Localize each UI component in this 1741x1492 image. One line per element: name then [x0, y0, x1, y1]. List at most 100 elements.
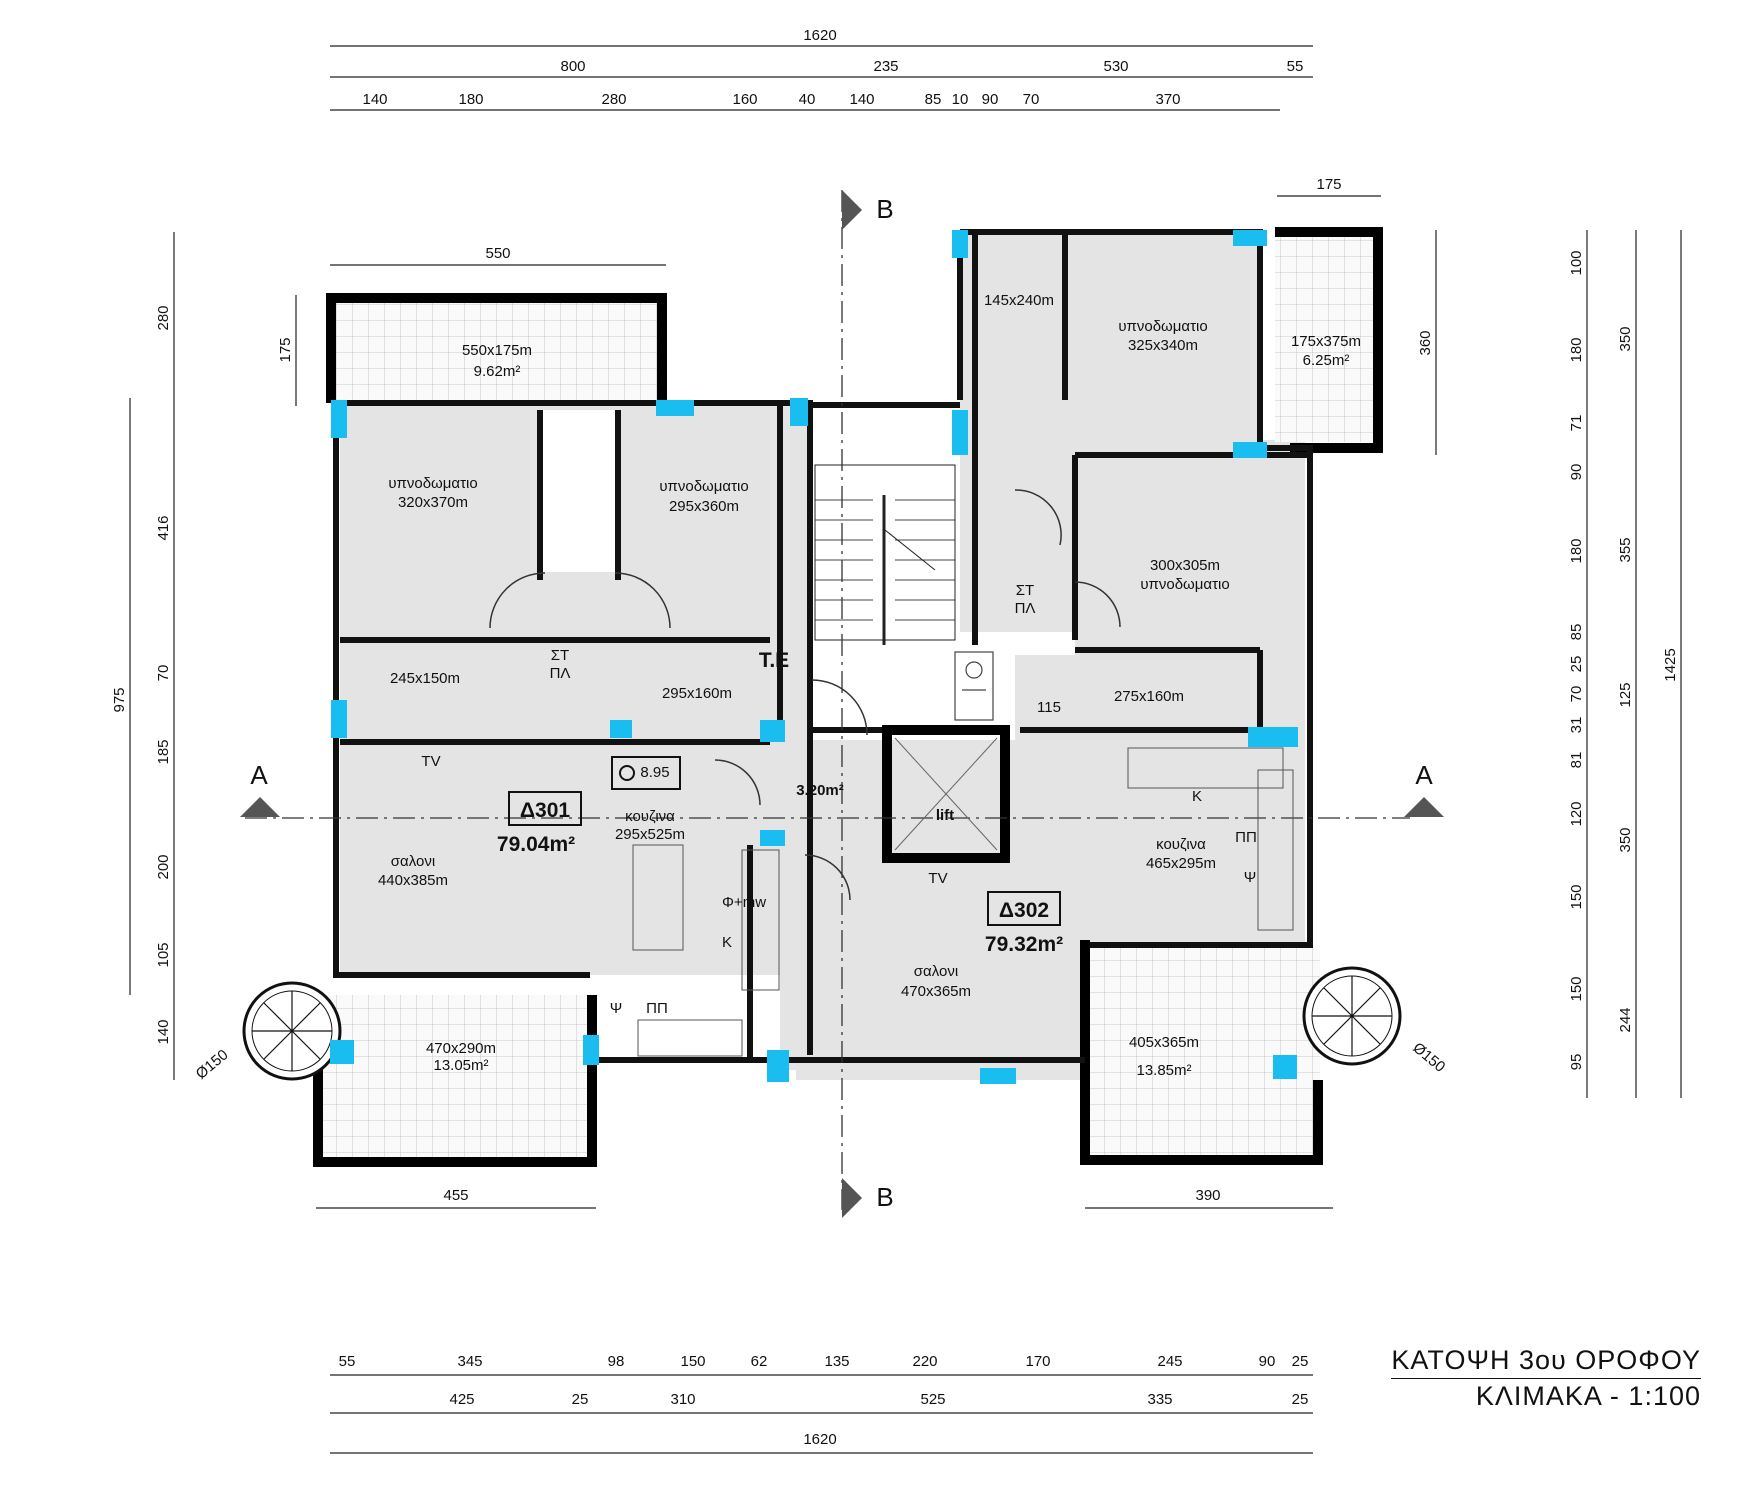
living-1-name: σαλονι [391, 853, 435, 870]
bath-1-dims: 245x150m [390, 670, 460, 687]
balcony-sw [318, 995, 592, 1165]
apartment-d302: Δ302 79.32m² [985, 891, 1063, 956]
bath-2-dims: 295x160m [662, 685, 732, 702]
balcony-nw-area: 9.62m² [474, 363, 521, 380]
svg-text:B: B [876, 194, 893, 224]
dim-top-row2-2: 530 [1103, 58, 1128, 75]
section-marker-b-top: B [842, 190, 894, 230]
kitchen-counter-3 [1127, 747, 1284, 789]
section-marker-b-bottom: B [842, 1178, 894, 1218]
dim-diam-right: Ø150 [1409, 1039, 1448, 1076]
dim-balcony-ne-width: 175 [1316, 176, 1341, 193]
lift-shaft [882, 725, 1010, 863]
dim-top-row2-1: 235 [873, 58, 898, 75]
staircase [814, 464, 956, 645]
dim-right-col2-2: 125 [1617, 682, 1634, 707]
dim-left-outer-2: 70 [155, 665, 172, 682]
drawing-scale: ΚΛΙΜΑΚΑ - 1:100 [1475, 1381, 1701, 1411]
svg-text:Δ302: Δ302 [999, 899, 1049, 922]
balcony-sw-dims: 470x290m [426, 1040, 496, 1057]
living-2-name: σαλονι [914, 963, 958, 980]
balcony-ne [1275, 232, 1380, 442]
bed-2-name: υπνοδωματιο [659, 478, 748, 495]
dim-bottom-row2-5: 25 [1292, 1391, 1309, 1408]
dim-top-row3-10: 370 [1155, 91, 1180, 108]
dim-bottom-row1-0: 55 [339, 1353, 356, 1370]
living-1-dims: 440x385m [378, 872, 448, 889]
drawing-title: ΚΑΤΟΨΗ 3ου ΟΡΟΦΟΥ [1391, 1345, 1701, 1379]
dim-right-col1-7: 70 [1568, 686, 1585, 703]
dim-right-col1-1: 180 [1568, 337, 1585, 362]
dim-bottom-row1-10: 25 [1292, 1353, 1309, 1370]
balcony-se [1090, 945, 1320, 1160]
dim-right-col1-3: 90 [1568, 464, 1585, 481]
dim-left-outer-1: 416 [155, 515, 172, 540]
left-dimension-lines [129, 232, 297, 1080]
spiral-stair-right [1302, 966, 1402, 1066]
right-dimension-lines [1435, 230, 1682, 1098]
balcony-nw [334, 298, 664, 403]
dim-bottom-row2-3: 525 [920, 1391, 945, 1408]
dim-top-row2-0: 800 [560, 58, 585, 75]
dim-top-row3-4: 40 [799, 91, 816, 108]
balcony-top-dims [330, 195, 1381, 266]
dim-bottom-row1-5: 135 [824, 1353, 849, 1370]
balcony-se-dims: 405x365m [1129, 1034, 1199, 1051]
landing-area: 3.20m² [796, 782, 844, 799]
bed-4-dims: 300x305m [1150, 557, 1220, 574]
bed-1-name: υπνοδωματιο [388, 475, 477, 492]
svg-text:79.32m²: 79.32m² [985, 933, 1063, 956]
k2-label: Κ [1192, 788, 1202, 805]
dim-top-row3-0: 140 [362, 91, 387, 108]
tv-1: TV [421, 753, 440, 770]
dim-right-col2-0: 350 [1617, 326, 1634, 351]
corridor-dim: 115 [1037, 699, 1061, 716]
dim-left-outer-6: 140 [155, 1019, 172, 1044]
stpl-2-a: ΣΤ [1016, 582, 1034, 599]
dim-right-col1-0: 100 [1568, 250, 1585, 275]
dim-right-col1-10: 120 [1568, 801, 1585, 826]
bed-4-name: υπνοδωματιο [1140, 576, 1229, 593]
dim-bottom-row1-9: 90 [1259, 1353, 1276, 1370]
dim-top-row2-3: 55 [1287, 58, 1304, 75]
dim-diam-left: Ø150 [193, 1046, 232, 1083]
dim-top-row3-2: 280 [601, 91, 626, 108]
lift-label: lift [936, 807, 954, 824]
section-marker-a-right: A [1404, 760, 1444, 817]
balcony-sw-area: 13.05m² [433, 1057, 488, 1074]
apartment-d301: Δ301 79.04m² [497, 791, 582, 856]
door-swings [489, 489, 1121, 901]
k1-label: Κ [722, 934, 732, 951]
balcony-ne-dims: 175x375m [1291, 333, 1361, 350]
svg-text:8.95: 8.95 [640, 764, 669, 781]
dim-right-col1-11: 150 [1568, 884, 1585, 909]
svg-text:79.04m²: 79.04m² [497, 833, 575, 856]
dim-bottom-row1-8: 245 [1157, 1353, 1182, 1370]
pp2-label: ΠΠ [1235, 829, 1257, 846]
bath-4-dims: 275x160m [1114, 688, 1184, 705]
kitchen-island [632, 844, 684, 951]
living-2-dims: 470x365m [901, 983, 971, 1000]
svg-text:A: A [1415, 760, 1433, 790]
kitchen-1-dims: 295x525m [615, 826, 685, 843]
dim-right-col2-4: 244 [1617, 1007, 1634, 1032]
dim-bottom-total: 1620 [803, 1431, 836, 1448]
dim-top-row3-3: 160 [732, 91, 757, 108]
level-marker: 8.95 [611, 756, 681, 790]
kitchen-2-name: κουζινα [1156, 836, 1206, 853]
kitchen-counter-2 [637, 1019, 743, 1057]
kitchen-1-name: κουζινα [625, 808, 675, 825]
stpl-1-b: ΠΛ [550, 665, 571, 682]
dim-left-outer-4: 200 [155, 854, 172, 879]
dim-right-col1-4: 180 [1568, 538, 1585, 563]
dim-top-row3-5: 140 [849, 91, 874, 108]
dim-left-balcony: 175 [277, 337, 294, 362]
dim-right-col1-6: 25 [1568, 656, 1585, 673]
dim-top-row3-1: 180 [458, 91, 483, 108]
dim-bottom-row1-2: 98 [608, 1353, 625, 1370]
